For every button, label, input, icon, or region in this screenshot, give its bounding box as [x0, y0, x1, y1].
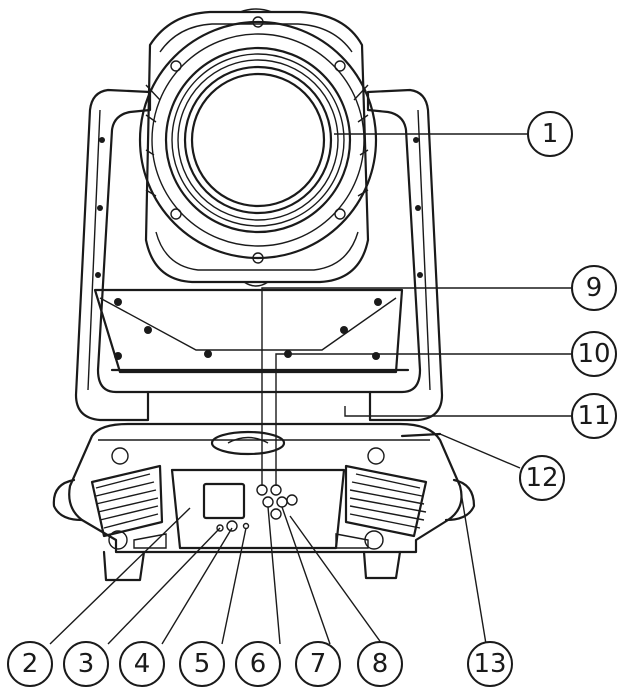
callout-13: 13: [467, 641, 513, 687]
callout-label: 8: [372, 649, 389, 679]
callout-label: 12: [525, 463, 558, 493]
callout-5: 5: [179, 641, 225, 687]
callout-label: 7: [310, 649, 327, 679]
callout-label: 10: [577, 339, 610, 369]
callout-3: 3: [63, 641, 109, 687]
callout-4: 4: [119, 641, 165, 687]
callout-10: 10: [571, 331, 617, 377]
callout-11: 11: [571, 393, 617, 439]
left-vent: [90, 464, 167, 549]
callout-label: 13: [473, 649, 506, 679]
callout-label: 1: [542, 119, 559, 149]
callout-2: 2: [7, 641, 53, 687]
right-vent: [335, 464, 428, 549]
callout-label: 6: [250, 649, 267, 679]
callout-label: 9: [586, 273, 603, 303]
leader-lines: [49, 133, 572, 645]
callout-8: 8: [357, 641, 403, 687]
callout-12: 12: [519, 455, 565, 501]
callout-label: 4: [134, 649, 151, 679]
callout-label: 5: [194, 649, 211, 679]
callout-label: 3: [78, 649, 95, 679]
callout-6: 6: [235, 641, 281, 687]
head-body: [144, 8, 370, 287]
callout-1: 1: [527, 111, 573, 157]
callout-label: 11: [577, 401, 610, 431]
base: [52, 422, 476, 582]
yoke-plate: [93, 288, 404, 374]
callout-7: 7: [295, 641, 341, 687]
callout-label: 2: [22, 649, 39, 679]
lens: [138, 16, 378, 264]
callout-9: 9: [571, 265, 617, 311]
yoke: [74, 88, 444, 422]
lcd-display: [202, 482, 246, 520]
